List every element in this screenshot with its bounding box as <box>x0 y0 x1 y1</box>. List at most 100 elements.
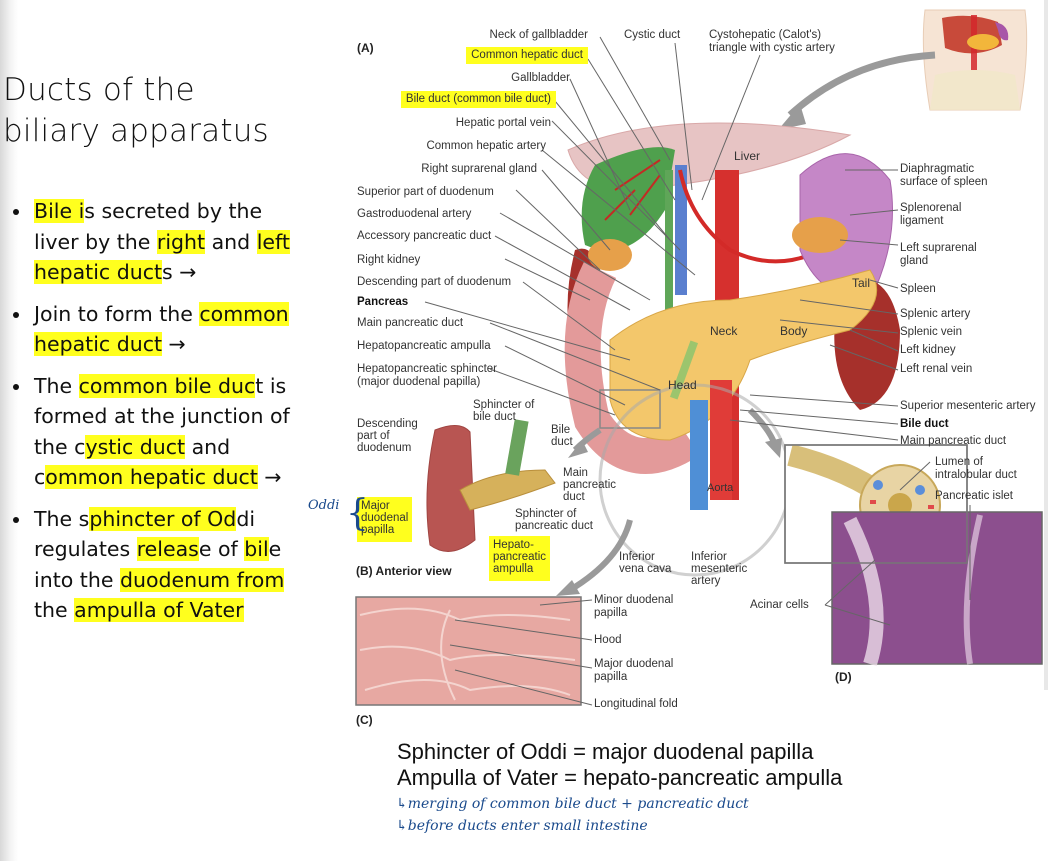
label-d-pancreatic-islet: Pancreatic islet <box>935 490 1013 502</box>
title-line-2: biliary apparatus <box>3 113 269 149</box>
label-b-major-duodenal-papilla: Major duodenal papilla <box>357 497 413 542</box>
organ-tail: Tail <box>852 276 871 290</box>
label-d-lumen-intralobular-duct: Lumen of intralobular duct <box>935 456 1017 481</box>
highlighted-text: ampulla of Vater <box>74 598 244 622</box>
bullet-item: The sphincter of Oddi regulates release … <box>8 504 308 626</box>
label-d-acinar-cells: Acinar cells <box>750 599 809 611</box>
slide-title: Ducts of the biliary apparatus <box>3 70 323 152</box>
bullet-text: The s <box>34 506 90 531</box>
organ-aorta: Aorta <box>707 482 734 494</box>
label-c-major-duodenal-papilla: Major duodenal papilla <box>594 658 674 683</box>
handwritten-note-before-ducts: ↳before ducts enter small intestine <box>396 818 648 834</box>
highlighted-text: releas <box>136 537 199 561</box>
organ-head: Head <box>668 378 697 392</box>
bullet-text: s → <box>162 260 197 284</box>
highlighted-text: common bile duc <box>78 373 256 398</box>
bullet-text: e of <box>198 537 245 561</box>
bullet-text: → <box>162 332 186 356</box>
label-b-hepatopancreatic-ampulla: Hepato- pancreatic ampulla <box>489 536 551 581</box>
label-b-bile-duct: Bile duct <box>551 424 573 448</box>
handwritten-oddi-note: Oddi <box>308 498 340 513</box>
label-left-renal-vein: Left renal vein <box>900 363 973 375</box>
highlighted-text: duodenum from <box>119 567 285 592</box>
handwritten-brace-icon: { <box>346 493 369 534</box>
label-main-pancreatic-duct: Main pancreatic duct <box>357 317 464 329</box>
label-hepatopancreatic-ampulla: Hepatopancreatic ampulla <box>357 340 491 352</box>
highlighted-text: bil <box>244 537 269 561</box>
label-left-suprarenal-2: gland <box>900 255 929 267</box>
bullet-text: Join to form the <box>34 301 200 326</box>
label-right-kidney: Right kidney <box>357 254 421 266</box>
label-calots-triangle-2: triangle with cystic artery <box>709 42 835 54</box>
bullet-text: e into the <box>34 537 282 592</box>
label-b-sphincter-bile-duct: Sphincter of bile duct <box>473 399 535 423</box>
label-b-descending-duodenum: Descending part of duodenum <box>357 418 418 454</box>
anatomy-illustration <box>355 9 1043 706</box>
bullet-list: Bile is secreted by the liver by the rig… <box>8 196 308 637</box>
bullet-item: The common bile duct is formed at the ju… <box>8 371 308 493</box>
figure-edge <box>1044 0 1048 690</box>
label-common-hepatic-duct: Common hepatic duct <box>466 47 588 64</box>
label-gallbladder: Gallbladder <box>511 72 570 84</box>
label-splenorenal-1: Splenorenal <box>900 202 962 214</box>
label-hepatopancreatic-sphincter: Hepatopancreatic sphincter (major duoden… <box>357 363 497 388</box>
label-left-suprarenal-1: Left suprarenal <box>900 242 977 254</box>
label-right-suprarenal-gland: Right suprarenal gland <box>421 163 537 175</box>
bullet-text: di regulates <box>34 506 256 562</box>
label-calots-triangle-1: Cystohepatic (Calot's) <box>709 29 822 41</box>
organ-body: Body <box>780 324 808 338</box>
label-gastroduodenal-artery: Gastroduodenal artery <box>357 208 472 220</box>
handwritten-note-merging: ↳merging of common bile duct + pancreati… <box>396 796 749 812</box>
label-c-minor-duodenal-papilla: Minor duodenal papilla <box>594 594 674 619</box>
bullet-text: and <box>205 229 257 254</box>
body-inset-icon <box>922 9 1028 111</box>
bullet-text: t is formed at the junction of the c <box>34 373 290 459</box>
label-superior-part-duodenum: Superior part of duodenum <box>357 186 494 198</box>
label-common-hepatic-artery: Common hepatic artery <box>426 140 546 152</box>
label-cystic-duct: Cystic duct <box>624 29 681 41</box>
label-c-longitudinal-fold: Longitudinal fold <box>594 698 678 710</box>
label-splenic-vein: Splenic vein <box>900 326 963 338</box>
label-descending-duodenum: Descending part of duodenum <box>357 276 512 288</box>
bullet-text: the <box>34 598 75 622</box>
highlighted-text: right <box>156 229 206 254</box>
bullet-item: Join to form the common hepatic duct → <box>8 299 308 360</box>
bullet-text: The <box>34 373 79 398</box>
organ-neck: Neck <box>710 324 738 338</box>
slide-edge-shadow <box>0 0 18 861</box>
title-line-1: Ducts of the <box>3 72 195 108</box>
note-sphincter-of-oddi: Sphincter of Oddi = major duodenal papil… <box>397 739 814 764</box>
note-ampulla-of-vater: Ampulla of Vater = hepato-pancreatic amp… <box>397 765 843 790</box>
anatomy-figure: (A) (B) Anterior view (C) (D) Neck of ga… <box>308 0 1048 730</box>
label-spleen: Spleen <box>900 283 936 295</box>
label-splenorenal-2: ligament <box>900 215 944 227</box>
label-hepatic-portal-vein: Hepatic portal vein <box>455 117 551 129</box>
highlighted-text: ystic duct <box>85 434 186 459</box>
highlighted-text: Bile i <box>34 199 85 223</box>
label-neck-of-gallbladder: Neck of gallbladder <box>489 29 588 41</box>
label-diaphragmatic-1: Diaphragmatic <box>900 163 975 175</box>
label-pancreas: Pancreas <box>357 296 409 308</box>
label-main-pancreatic-duct-right: Main pancreatic duct <box>900 435 1007 447</box>
label-superior-mesenteric-artery: Superior mesenteric artery <box>900 400 1036 412</box>
label-left-kidney: Left kidney <box>900 344 956 356</box>
label-bile-duct-right: Bile duct <box>900 418 949 430</box>
label-bile-duct: Bile duct (common bile duct) <box>400 91 556 108</box>
organ-liver: Liver <box>734 149 761 163</box>
label-accessory-pancreatic-duct: Accessory pancreatic duct <box>357 230 492 242</box>
label-splenic-artery: Splenic artery <box>900 308 971 320</box>
label-inferior-vena-cava: Inferior vena cava <box>619 551 672 575</box>
label-b-sphincter-pancreatic-duct: Sphincter of pancreatic duct <box>515 508 593 532</box>
panel-b-label: (B) Anterior view <box>356 564 452 578</box>
bullet-text: → <box>257 465 282 489</box>
panel-c-label: (C) <box>356 713 373 727</box>
label-b-main-pancreatic-duct: Main pancreatic duct <box>563 467 617 503</box>
panel-a-label: (A) <box>357 41 374 55</box>
highlighted-text: ommon hepatic duct <box>45 465 258 489</box>
label-diaphragmatic-2: surface of spleen <box>900 176 988 188</box>
bullet-text: and c <box>34 434 231 490</box>
label-c-hood: Hood <box>594 634 622 646</box>
bullet-text: s secreted by the liver by the <box>34 199 263 254</box>
bullet-item: Bile is secreted by the liver by the rig… <box>8 196 308 288</box>
panel-d-label: (D) <box>835 670 852 684</box>
